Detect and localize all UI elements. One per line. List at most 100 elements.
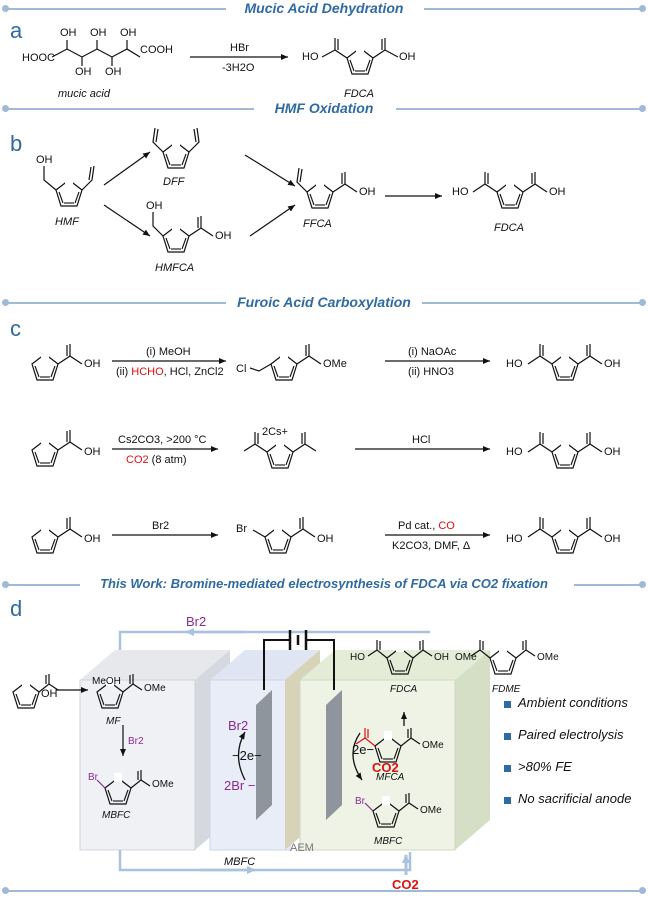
group-oh: OH bbox=[604, 533, 621, 545]
group-ome: OMe bbox=[422, 740, 444, 751]
group-ho: HO bbox=[350, 652, 365, 663]
group-ome: OMe bbox=[420, 805, 442, 816]
fdme-label: FDME bbox=[492, 684, 521, 695]
reagent-br2: Br2 bbox=[152, 520, 170, 532]
section-rule bbox=[8, 302, 226, 304]
group-hooc: HOOC bbox=[22, 52, 55, 64]
group-oh: OH bbox=[75, 66, 92, 78]
rule-dot bbox=[2, 105, 9, 112]
section-rule bbox=[8, 584, 80, 586]
section-title-d: This Work: Bromine-mediated electrosynth… bbox=[100, 576, 548, 591]
bullet-item: No sacrificial anode bbox=[518, 791, 632, 806]
group-ome: OMe bbox=[144, 683, 166, 694]
group-ho: HO bbox=[506, 358, 523, 370]
bottom-rule bbox=[8, 890, 640, 892]
group-oh: OH bbox=[434, 652, 449, 663]
group-ho: HO bbox=[506, 446, 523, 458]
section-letter-c: c bbox=[10, 316, 21, 341]
group-br: Br bbox=[355, 796, 365, 807]
group-ho: HO bbox=[452, 186, 469, 198]
cathode-electrons: 2e− bbox=[352, 742, 375, 757]
mucic-acid-label: mucic acid bbox=[58, 88, 110, 100]
group-br: Br bbox=[236, 523, 247, 535]
br2-recycle-label: Br2 bbox=[186, 614, 207, 629]
group-ome: OMe bbox=[537, 652, 559, 663]
group-ome: OMe bbox=[455, 652, 477, 663]
section-rule bbox=[8, 108, 254, 110]
group-ho: HO bbox=[302, 51, 319, 63]
dff-label: DFF bbox=[163, 176, 185, 188]
reagent-co2-line: CO2 (8 atm) bbox=[126, 454, 187, 466]
br2-side-label: Br2 bbox=[128, 736, 144, 747]
condition-water: -3H2O bbox=[222, 62, 255, 74]
group-oh: OH bbox=[84, 446, 101, 458]
bullet-item: Paired electrolysis bbox=[518, 727, 624, 742]
bullet-item: Ambient conditions bbox=[518, 695, 628, 710]
group-oh: OH bbox=[90, 27, 107, 39]
rule-dot bbox=[2, 887, 9, 894]
bullet-marker bbox=[504, 797, 511, 804]
mbfc-left-label: MBFC bbox=[102, 810, 131, 821]
section-title-c: Furoic Acid Carboxylation bbox=[237, 294, 411, 310]
reagent-cs2co3: Cs2CO3, >200 °C bbox=[118, 434, 207, 446]
rule-dot bbox=[639, 887, 646, 894]
reagent-hcl: HCl bbox=[412, 434, 431, 446]
group-oh: OH bbox=[84, 533, 101, 545]
group-oh: OH bbox=[399, 51, 416, 63]
mf-label: MF bbox=[106, 716, 121, 727]
group-oh: OH bbox=[146, 200, 163, 212]
rule-dot bbox=[639, 299, 646, 306]
anode-br2-label: Br2 bbox=[228, 718, 249, 733]
section-title-a: Mucic Acid Dehydration bbox=[244, 0, 404, 16]
anode-bromide-label: 2Br − bbox=[224, 778, 256, 793]
section-rule bbox=[396, 108, 640, 110]
rule-dot bbox=[639, 105, 646, 112]
reagent-naoac: (i) NaOAc bbox=[408, 346, 457, 358]
hmfca-label: HMFCA bbox=[155, 262, 195, 274]
mbfc-bottom-label: MBFC bbox=[224, 856, 256, 868]
group-oh: OH bbox=[36, 154, 53, 166]
cathode-co2-label: CO2 bbox=[372, 760, 399, 775]
group-cl: Cl bbox=[236, 363, 247, 375]
section-rule bbox=[8, 8, 226, 10]
section-letter-b: b bbox=[10, 131, 23, 156]
bullet-marker bbox=[504, 733, 511, 740]
bullet-marker bbox=[504, 765, 511, 772]
co2-inlet-label: CO2 bbox=[392, 877, 419, 892]
fdca-label: FDCA bbox=[494, 222, 524, 234]
bullet-marker bbox=[504, 701, 511, 708]
counterion-cs: 2Cs+ bbox=[262, 426, 288, 438]
group-oh: OH bbox=[105, 66, 122, 78]
section-title-b: HMF Oxidation bbox=[274, 100, 374, 116]
anode-electrons: −2e− bbox=[232, 748, 262, 763]
reagent-k2co3: K2CO3, DMF, Δ bbox=[392, 540, 471, 552]
group-oh: OH bbox=[60, 27, 77, 39]
reagent-meoh: (i) MeOH bbox=[146, 346, 191, 358]
group-oh: OH bbox=[41, 688, 58, 700]
rule-dot bbox=[639, 581, 646, 588]
reagent-pd-co: Pd cat., CO bbox=[398, 520, 455, 532]
mucic-acid-structure bbox=[51, 40, 141, 66]
group-br: Br bbox=[88, 772, 98, 783]
group-oh: OH bbox=[317, 533, 334, 545]
ffca-label: FFCA bbox=[303, 218, 332, 230]
rule-dot bbox=[2, 581, 9, 588]
group-oh: OH bbox=[215, 230, 232, 242]
section-letter-a: a bbox=[10, 18, 23, 43]
aem-label: AEM bbox=[290, 842, 314, 854]
reagent-hcho-line: (ii) HCHO, HCl, ZnCl2 bbox=[116, 366, 224, 378]
rule-dot bbox=[2, 5, 9, 12]
group-oh: OH bbox=[359, 186, 376, 198]
meoh-label: MeOH bbox=[92, 676, 121, 687]
bullet-item: >80% FE bbox=[518, 759, 572, 774]
group-cooh: COOH bbox=[140, 44, 173, 56]
mbfc-right-label: MBFC bbox=[374, 836, 403, 847]
reagent-hbr: HBr bbox=[230, 42, 249, 54]
group-oh: OH bbox=[120, 27, 137, 39]
group-oh: OH bbox=[604, 358, 621, 370]
section-rule bbox=[422, 302, 640, 304]
fdca-label: FDCA bbox=[390, 684, 418, 695]
rule-dot bbox=[2, 299, 9, 306]
group-ome: OMe bbox=[152, 779, 174, 790]
